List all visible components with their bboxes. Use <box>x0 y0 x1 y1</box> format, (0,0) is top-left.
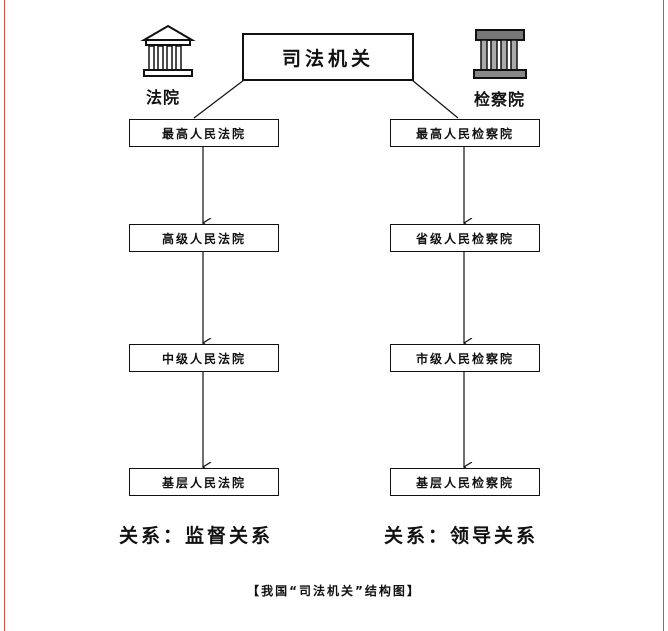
high-court-node: 高级人民法院 <box>129 224 279 252</box>
courthouse-icon <box>140 24 196 77</box>
left-border <box>4 0 5 631</box>
municipal-procuratorate-node: 市级人民检察院 <box>390 344 540 372</box>
root-to-procuratorate-line <box>411 79 459 119</box>
basic-procuratorate-node: 基层人民检察院 <box>390 468 540 496</box>
root-to-court-line <box>193 79 245 119</box>
court-relation-label: 关系：监督关系 <box>119 525 274 547</box>
diagram-caption: 【我国“司法机关”结构图】 <box>247 584 421 598</box>
basic-court-node: 基层人民法院 <box>129 468 279 496</box>
court-category-label: 法院 <box>146 88 181 107</box>
supreme-court-node: 最高人民法院 <box>129 119 279 147</box>
procuratorate-building-icon <box>473 29 527 79</box>
procuratorate-category-label: 检察院 <box>474 90 526 109</box>
judicial-organs-root: 司法机关 <box>242 33 414 81</box>
intermediate-court-node: 中级人民法院 <box>129 344 279 372</box>
supreme-procuratorate-node: 最高人民检察院 <box>390 119 540 147</box>
provincial-procuratorate-node: 省级人民检察院 <box>390 224 540 252</box>
procuratorate-relation-label: 关系：领导关系 <box>384 525 539 547</box>
right-border <box>663 0 664 631</box>
